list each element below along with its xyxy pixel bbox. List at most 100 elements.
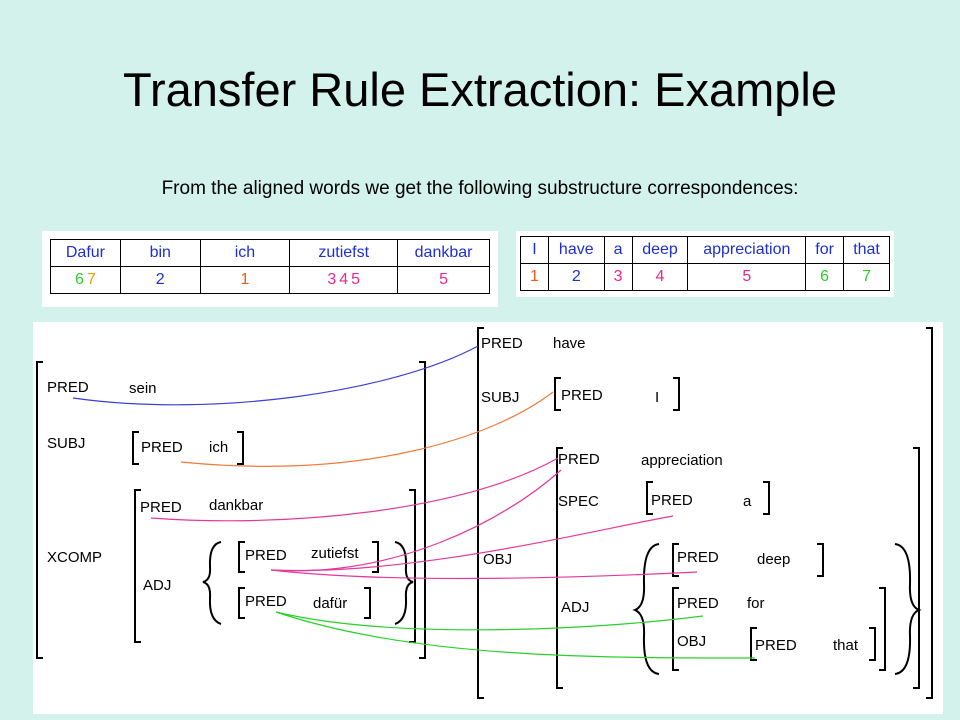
english-pred-label: PRED (481, 335, 523, 352)
english-outer-left-bracket (477, 327, 484, 699)
german-subj-right-bracket (237, 431, 244, 465)
alignment-index: 7 (862, 268, 871, 285)
german-pred-value: sein (129, 380, 157, 397)
alignment-index: 2 (155, 271, 165, 288)
alignment-index-cell: 1 (199, 266, 291, 294)
subj-correspondence-line (180, 391, 554, 467)
english-adj2-pred-value: for (747, 595, 765, 612)
english-adj2-obj-pred-label: PRED (755, 637, 797, 654)
alignment-index-cell: 2 (119, 266, 201, 294)
xcomp-obj-correspondence-line (150, 457, 559, 522)
alignment-index: 4 (339, 271, 349, 288)
german-adj2-left-bracket (238, 587, 245, 619)
german-adj1-pred-label: PRED (245, 547, 287, 564)
adj-deep-correspondence-line (270, 569, 698, 580)
english-spec-label: SPEC (558, 493, 599, 510)
english-subj-pred-label: PRED (561, 387, 603, 404)
fstructure-diagram-panel: PRED sein SUBJ PRED ich PRED dankbar XCO… (33, 322, 943, 714)
english-subj-pred-value: I (655, 389, 659, 406)
german-word: dankbar (397, 239, 490, 267)
alignment-index: 6 (820, 268, 830, 285)
german-pred-label: PRED (47, 379, 89, 396)
alignment-index: 5 (742, 268, 752, 285)
english-word: deep (631, 236, 689, 264)
german-adj2-pred-label: PRED (245, 593, 287, 610)
english-obj-left-bracket (556, 447, 563, 689)
english-adj-label: ADJ (561, 599, 589, 616)
pred-correspondence-line (72, 345, 479, 406)
german-labels: PRED sein SUBJ PRED ich PRED dankbar XCO… (47, 379, 359, 612)
english-adj2-obj-label: OBJ (677, 633, 706, 650)
german-word: zutiefst (289, 239, 399, 267)
german-adj1-pred-value: zutiefst (311, 545, 359, 562)
fstructure-diagram: PRED sein SUBJ PRED ich PRED dankbar XCO… (36, 327, 933, 699)
english-obj-label: OBJ (483, 551, 512, 568)
alignment-index: 1 (529, 268, 539, 285)
german-adj1-left-bracket (238, 541, 245, 573)
english-adj2-obj-right-bracket (869, 627, 876, 661)
alignment-index: 2 (571, 268, 581, 285)
german-adj-set-right-brace (394, 541, 414, 625)
german-adj2-pred-value: dafür (313, 595, 347, 612)
german-brackets (36, 361, 426, 659)
english-obj-pred-label: PRED (558, 451, 600, 468)
alignment-index: 1 (240, 271, 250, 288)
english-subj-label: SUBJ (481, 389, 519, 406)
german-outer-left-bracket (36, 361, 43, 659)
english-obj-right-bracket (913, 447, 920, 689)
german-subj-left-bracket (132, 431, 139, 465)
english-adj1-left-bracket (672, 543, 679, 577)
english-spec-left-bracket (646, 481, 653, 515)
slide-subtitle: From the aligned words we get the follow… (161, 178, 799, 199)
english-word: I (520, 236, 549, 264)
alignment-index: 3 (327, 271, 337, 288)
alignment-index: 6 (75, 271, 84, 288)
english-adj2-pred-label: PRED (677, 595, 719, 612)
english-alignment-grid: I have a deep appreciation for that 1 2 … (520, 236, 890, 291)
english-outer-right-bracket (926, 327, 933, 699)
alignment-index-cell: 5 (397, 266, 490, 294)
alignment-index-cell: 6 (805, 263, 845, 291)
english-spec-pred-label: PRED (651, 492, 693, 509)
english-alignment-table: I have a deep appreciation for that 1 2 … (516, 231, 894, 297)
english-adj1-pred-label: PRED (677, 549, 719, 566)
english-adj1-pred-value: deep (757, 551, 790, 568)
german-xcomp-pred-value: dankbar (209, 497, 263, 514)
slide-title: Transfer Rule Extraction: Example (123, 63, 837, 116)
english-adj-set-left-brace (632, 543, 660, 675)
alignment-index-cell: 2 (547, 263, 605, 291)
german-adj-set-left-brace (202, 541, 222, 625)
german-outer-right-bracket (419, 361, 426, 659)
german-adj1-right-bracket (372, 541, 379, 573)
english-subj-left-bracket (554, 377, 561, 411)
adj-spec-correspondence-line (270, 515, 674, 572)
english-word: a (603, 236, 633, 264)
english-pred-value: have (553, 335, 586, 352)
correspondence-lines (72, 345, 756, 659)
english-spec-right-bracket (763, 481, 770, 515)
german-xcomp-pred-label: PRED (140, 499, 182, 516)
alignment-index: 4 (655, 268, 665, 285)
adj-that-correspondence-line (275, 611, 756, 659)
alignment-index: 3 (613, 268, 623, 285)
english-word: for (805, 236, 845, 264)
english-obj-pred-value: appreciation (641, 452, 723, 469)
alignment-index-cell: 4 (631, 263, 689, 291)
english-spec-pred-value: a (743, 493, 752, 510)
alignment-index: 7 (86, 271, 96, 288)
english-index-row: 1 2 3 4 5 6 7 (520, 263, 890, 291)
alignment-index-cell: 1 (520, 263, 549, 291)
german-xcomp-label: XCOMP (47, 549, 102, 566)
german-subj-label: SUBJ (47, 435, 85, 452)
english-adj1-right-bracket (817, 543, 824, 577)
alignment-index-cell: 7 (843, 263, 890, 291)
german-subj-pred-value: ich (209, 439, 228, 456)
adj-for-correspondence-line (275, 611, 704, 631)
english-word: have (547, 236, 605, 264)
english-brackets (477, 327, 933, 699)
